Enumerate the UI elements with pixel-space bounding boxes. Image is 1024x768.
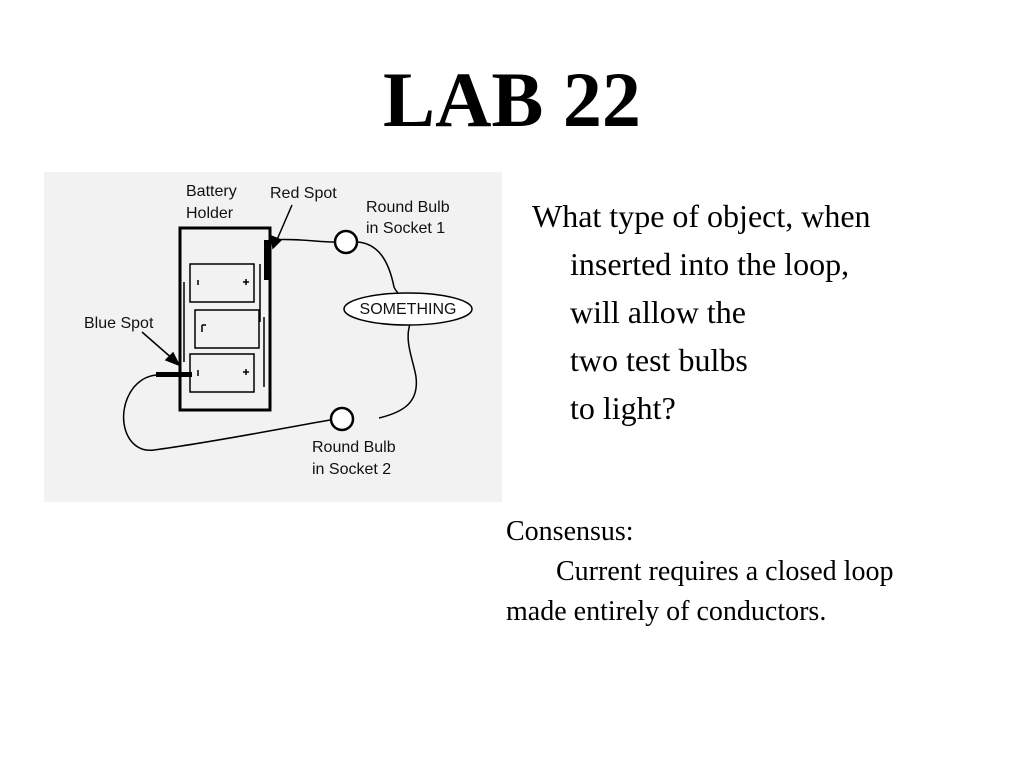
red-spot-terminal — [264, 240, 269, 280]
battery-bottom — [189, 353, 255, 393]
battery-holder-label-line2: Holder — [186, 205, 234, 222]
round-bulb-1-label-line2: in Socket 1 — [366, 220, 445, 237]
question-line: inserted into the loop, — [570, 246, 850, 282]
round-bulb-2-label-line1: Round Bulb — [312, 439, 396, 456]
round-bulb-1-label-line1: Round Bulb — [366, 199, 450, 216]
bulb-1 — [333, 229, 359, 255]
question-line: to light? — [570, 390, 676, 426]
blue-spot-arrow — [141, 331, 181, 367]
blue-spot-terminal — [156, 372, 192, 377]
red-spot-label: Red Spot — [270, 185, 337, 202]
consensus-line: made entirely of conductors. — [506, 596, 827, 627]
battery-holder — [178, 226, 272, 412]
battery-top — [189, 263, 255, 303]
round-bulb-2-label-line2: in Socket 2 — [312, 461, 391, 478]
something-label: SOMETHING — [360, 301, 457, 318]
consensus-line: Current requires a closed loop — [556, 556, 894, 587]
red-spot-arrow — [270, 204, 293, 250]
blue-spot-label: Blue Spot — [84, 315, 154, 332]
question-line: two test bulbs — [570, 342, 748, 378]
battery-middle — [194, 309, 260, 349]
consensus-heading: Consensus: — [506, 516, 634, 547]
circuit-diagram: SOMETHING Battery Holder Red Spot Round … — [44, 172, 502, 502]
question-line: will allow the — [570, 294, 746, 330]
slide-title: LAB 22 — [383, 56, 641, 143]
battery-holder-label-line1: Battery — [186, 183, 237, 200]
question-line: What type of object, when — [532, 198, 871, 234]
consensus-block: Consensus: Current requires a closed loo… — [506, 512, 1006, 632]
bulb-2 — [329, 406, 355, 432]
something-ellipse — [343, 292, 473, 326]
question-text: What type of object, when inserted into … — [532, 192, 1002, 432]
